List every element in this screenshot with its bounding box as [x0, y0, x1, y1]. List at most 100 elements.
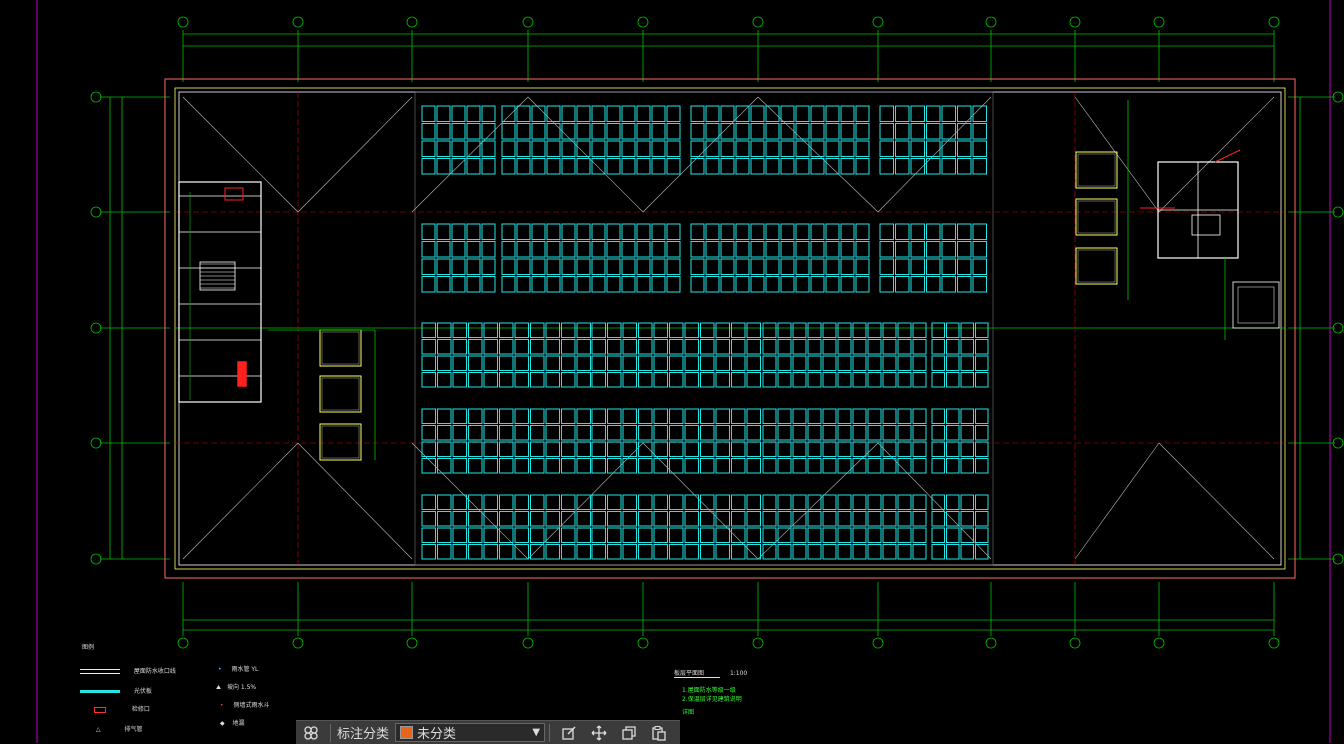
pv-panel [735, 258, 750, 275]
pv-panel [607, 441, 622, 457]
pv-panel [653, 544, 668, 560]
pv-panel [516, 123, 531, 140]
diamond-icon: ◆ [220, 720, 225, 727]
pv-panel [926, 105, 941, 122]
pv-panel [795, 105, 810, 122]
axis-bubble [522, 637, 534, 649]
pv-panel [822, 372, 837, 388]
pv-panel [651, 223, 666, 240]
pv-panel [437, 425, 452, 441]
pv-panel [746, 494, 761, 510]
pv-panel [690, 140, 705, 157]
pv-panel [855, 223, 870, 240]
pv-panel [731, 425, 746, 441]
note-2: 2.保温层详见建筑说明 [682, 696, 742, 703]
axis-bubble [90, 437, 102, 449]
pv-panel [941, 276, 956, 293]
pv-panel [762, 494, 777, 510]
pv-panel [746, 458, 761, 474]
edit-icon[interactable] [554, 721, 584, 744]
pv-panel [483, 425, 498, 441]
equipment-base-inner [321, 425, 360, 459]
move-icon[interactable] [584, 721, 614, 744]
pv-panel [638, 511, 653, 527]
pv-panel [780, 158, 795, 175]
pv-panel [561, 372, 576, 388]
pv-panel [840, 258, 855, 275]
pv-panel [622, 339, 637, 355]
pv-panel [531, 158, 546, 175]
pv-panel [735, 158, 750, 175]
pv-panel [746, 425, 761, 441]
pv-panel [926, 223, 941, 240]
pv-panel [941, 223, 956, 240]
pv-panel [807, 458, 822, 474]
slope-line [877, 442, 992, 560]
pv-panel [825, 105, 840, 122]
pv-panel [621, 241, 636, 258]
pv-panel [810, 140, 825, 157]
pv-panel [840, 123, 855, 140]
pv-panel [666, 140, 681, 157]
grid-icon[interactable] [296, 721, 326, 744]
pv-panel [762, 441, 777, 457]
pv-panel [561, 511, 576, 527]
pv-panel [837, 441, 852, 457]
pv-panel [591, 408, 606, 424]
paste-icon[interactable] [644, 721, 674, 744]
pv-panel [606, 123, 621, 140]
pv-panel [840, 105, 855, 122]
pv-panel [931, 355, 945, 371]
pv-panel [867, 355, 882, 371]
pv-panel [957, 123, 972, 140]
pv-panel [531, 140, 546, 157]
pv-panel [483, 322, 498, 338]
pv-panel [882, 339, 897, 355]
pv-panel [765, 223, 780, 240]
pv-panel [957, 241, 972, 258]
pv-panel [765, 276, 780, 293]
pv-panel [822, 355, 837, 371]
pv-panel [499, 511, 514, 527]
pv-panel [837, 339, 852, 355]
toolbar-separator [549, 723, 551, 742]
annotation-category-select[interactable]: 未分类 ▼ [395, 723, 546, 742]
pv-panel [481, 123, 496, 140]
pv-panel [746, 339, 761, 355]
pv-panel [705, 223, 720, 240]
pv-panel [941, 123, 956, 140]
pv-panel [561, 105, 576, 122]
slope-line [1074, 442, 1160, 560]
category-select-value: 未分类 [417, 727, 457, 742]
pv-panel [684, 355, 699, 371]
pv-panel [561, 223, 576, 240]
pv-panel [545, 408, 560, 424]
pv-panel [545, 458, 560, 474]
pv-panel [750, 105, 765, 122]
pv-panel [545, 441, 560, 457]
pv-panel [516, 223, 531, 240]
pv-panel [607, 372, 622, 388]
pv-panel [576, 527, 591, 543]
pv-panel [897, 339, 912, 355]
pv-panel [421, 158, 436, 175]
pv-panel [731, 527, 746, 543]
pv-panel [607, 527, 622, 543]
pv-panel [531, 123, 546, 140]
pv-panel [765, 258, 780, 275]
pv-panel [715, 408, 730, 424]
pv-panel [483, 339, 498, 355]
pv-panel [780, 223, 795, 240]
pv-panel [638, 355, 653, 371]
pv-panel [653, 408, 668, 424]
pv-panel [530, 408, 545, 424]
pv-panel [466, 158, 481, 175]
pv-panel [530, 494, 545, 510]
pv-panel [762, 355, 777, 371]
pv-panel [731, 458, 746, 474]
copy-icon[interactable] [614, 721, 644, 744]
pv-panel [762, 425, 777, 441]
pv-panel [810, 158, 825, 175]
pv-panel [451, 105, 466, 122]
